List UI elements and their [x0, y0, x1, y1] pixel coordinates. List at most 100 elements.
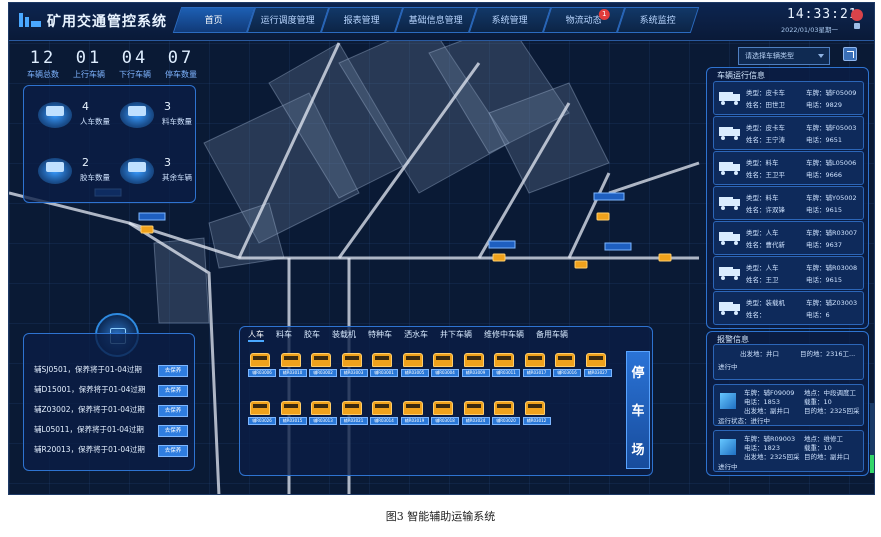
plate-label: 辅R03013	[309, 417, 337, 425]
nav-monitor[interactable]: 系统监控	[616, 7, 700, 33]
alarm-row[interactable]: 出发地：井口 目的地：2316工... 进行中	[713, 344, 864, 380]
plate-label: 辅R03015	[278, 417, 307, 425]
plate-label: 辅R03011	[492, 369, 520, 377]
nav-base-info[interactable]: 基础信息管理	[394, 7, 478, 33]
maintain-button[interactable]: 去保养	[158, 405, 188, 417]
tab-vehicle-type[interactable]: 备用车辆	[536, 330, 568, 339]
tab-vehicle-type[interactable]: 人车	[248, 329, 264, 342]
parked-vehicle[interactable]: 辅R03026	[248, 401, 276, 425]
warning-text: 辅SJ0501，保养将于01-04过期	[34, 365, 142, 374]
plate-label: 辅R03024	[461, 417, 490, 425]
parked-vehicle[interactable]: 辅R03003	[339, 353, 368, 377]
nav-system[interactable]: 系统管理	[468, 7, 552, 33]
plate-label: 辅R03021	[339, 417, 368, 425]
parked-vehicle[interactable]: 辅R03001	[370, 353, 398, 377]
truck-icon	[719, 125, 741, 140]
parked-vehicle[interactable]: 辅R03027	[583, 353, 612, 377]
mine-map[interactable]	[9, 23, 875, 495]
bus-icon	[372, 401, 392, 415]
scroll-indicator[interactable]	[870, 403, 874, 473]
maintain-button[interactable]: 去保养	[158, 425, 188, 437]
tab-vehicle-type[interactable]: 维修中车辆	[484, 330, 524, 339]
material-truck-icon	[120, 102, 154, 128]
plate-label: 辅R03002	[309, 369, 337, 377]
bus-icon	[494, 401, 514, 415]
vehicle-type-select[interactable]: 请选择车辆类型	[738, 47, 830, 65]
parked-vehicle[interactable]: 辅R03015	[278, 401, 307, 425]
alarm-row[interactable]: 车牌：辅R09003 地点：维修工 载重：10 电话：1823 出发地：2325…	[713, 430, 864, 472]
maintain-button[interactable]: 去保养	[158, 385, 188, 397]
tab-vehicle-type[interactable]: 特种车	[368, 330, 392, 339]
other-vehicle-icon	[120, 158, 154, 184]
plate-label: 辅R03014	[370, 417, 398, 425]
maintain-button[interactable]: 去保养	[158, 445, 188, 457]
warning-text: 辅L05011，保养将于01-04过期	[34, 425, 144, 434]
parked-vehicle[interactable]: 辅R03005	[400, 353, 429, 377]
parked-vehicle[interactable]: 辅R03020	[492, 401, 520, 425]
tab-vehicle-type[interactable]: 井下车辆	[440, 330, 472, 339]
parked-vehicle[interactable]: 辅R03021	[339, 401, 368, 425]
alarm-row[interactable]: 车牌：辅F09009 地点：中段调度工 载重：10 电话：1853 出发地：副井…	[713, 384, 864, 426]
parked-vehicle[interactable]: 辅R03016	[553, 353, 581, 377]
plate-label: 辅R03009	[461, 369, 490, 377]
app-screen: 矿用交通管控系统 首页 运行调度管理 报表管理 基础信息管理 系统管理 物流动态…	[8, 2, 875, 495]
parked-vehicle[interactable]: 辅R03017	[522, 353, 551, 377]
parked-vehicle[interactable]: 辅R03011	[492, 353, 520, 377]
parked-vehicle[interactable]: 辅R03009	[461, 353, 490, 377]
pin-icon[interactable]	[854, 23, 860, 29]
parked-vehicle[interactable]: 辅R03019	[400, 401, 429, 425]
bus-icon	[402, 353, 423, 367]
fullscreen-icon[interactable]	[843, 47, 857, 61]
plate-label: 辅R03010	[278, 369, 307, 377]
truck-icon	[719, 230, 741, 245]
nav-reports[interactable]: 报表管理	[320, 7, 404, 33]
parked-vehicle[interactable]: 辅R03006	[248, 353, 276, 377]
panel-title: 车辆运行信息	[717, 71, 765, 80]
top-bar: 矿用交通管控系统 首页 运行调度管理 报表管理 基础信息管理 系统管理 物流动态…	[9, 3, 874, 41]
tab-vehicle-type[interactable]: 料车	[276, 330, 292, 339]
bus-icon	[494, 353, 514, 367]
bus-icon	[311, 401, 331, 415]
plate-label: 辅R03018	[431, 417, 459, 425]
plate-label: 辅R03017	[522, 369, 551, 377]
tab-vehicle-type[interactable]: 装载机	[332, 330, 356, 339]
parked-vehicle[interactable]: 辅R03014	[370, 401, 398, 425]
nav-logistics[interactable]: 物流动态 1	[542, 7, 626, 33]
parked-vehicle[interactable]: 辅R03024	[461, 401, 490, 425]
parked-vehicle[interactable]: 辅R03004	[431, 353, 459, 377]
parked-vehicle[interactable]: 辅R03002	[309, 353, 337, 377]
bus-icon	[555, 353, 575, 367]
plate-label: 辅R03003	[339, 369, 368, 377]
date: 2022/01/03星期一	[781, 26, 838, 34]
tab-vehicle-type[interactable]: 洒水车	[404, 330, 428, 339]
people-carrier-icon	[38, 102, 72, 128]
parked-vehicle[interactable]: 辅R03013	[309, 401, 337, 425]
bus-icon	[341, 401, 362, 415]
tab-vehicle-type[interactable]: 胶车	[304, 330, 320, 339]
clock: 14:33:21	[787, 7, 858, 22]
parked-vehicle[interactable]: 辅R03018	[431, 401, 459, 425]
bus-icon	[250, 353, 270, 367]
nav-home[interactable]: 首页	[172, 7, 256, 33]
bus-icon	[311, 353, 331, 367]
parked-vehicle[interactable]: 辅R03010	[278, 353, 307, 377]
parked-vehicle[interactable]: 辅R03012	[522, 401, 551, 425]
warning-text: 辅D15001，保养将于01-04过期	[34, 385, 146, 394]
user-avatar-icon[interactable]	[851, 9, 863, 21]
nav-dispatch[interactable]: 运行调度管理	[246, 7, 330, 33]
maintain-button[interactable]: 去保养	[158, 365, 188, 377]
